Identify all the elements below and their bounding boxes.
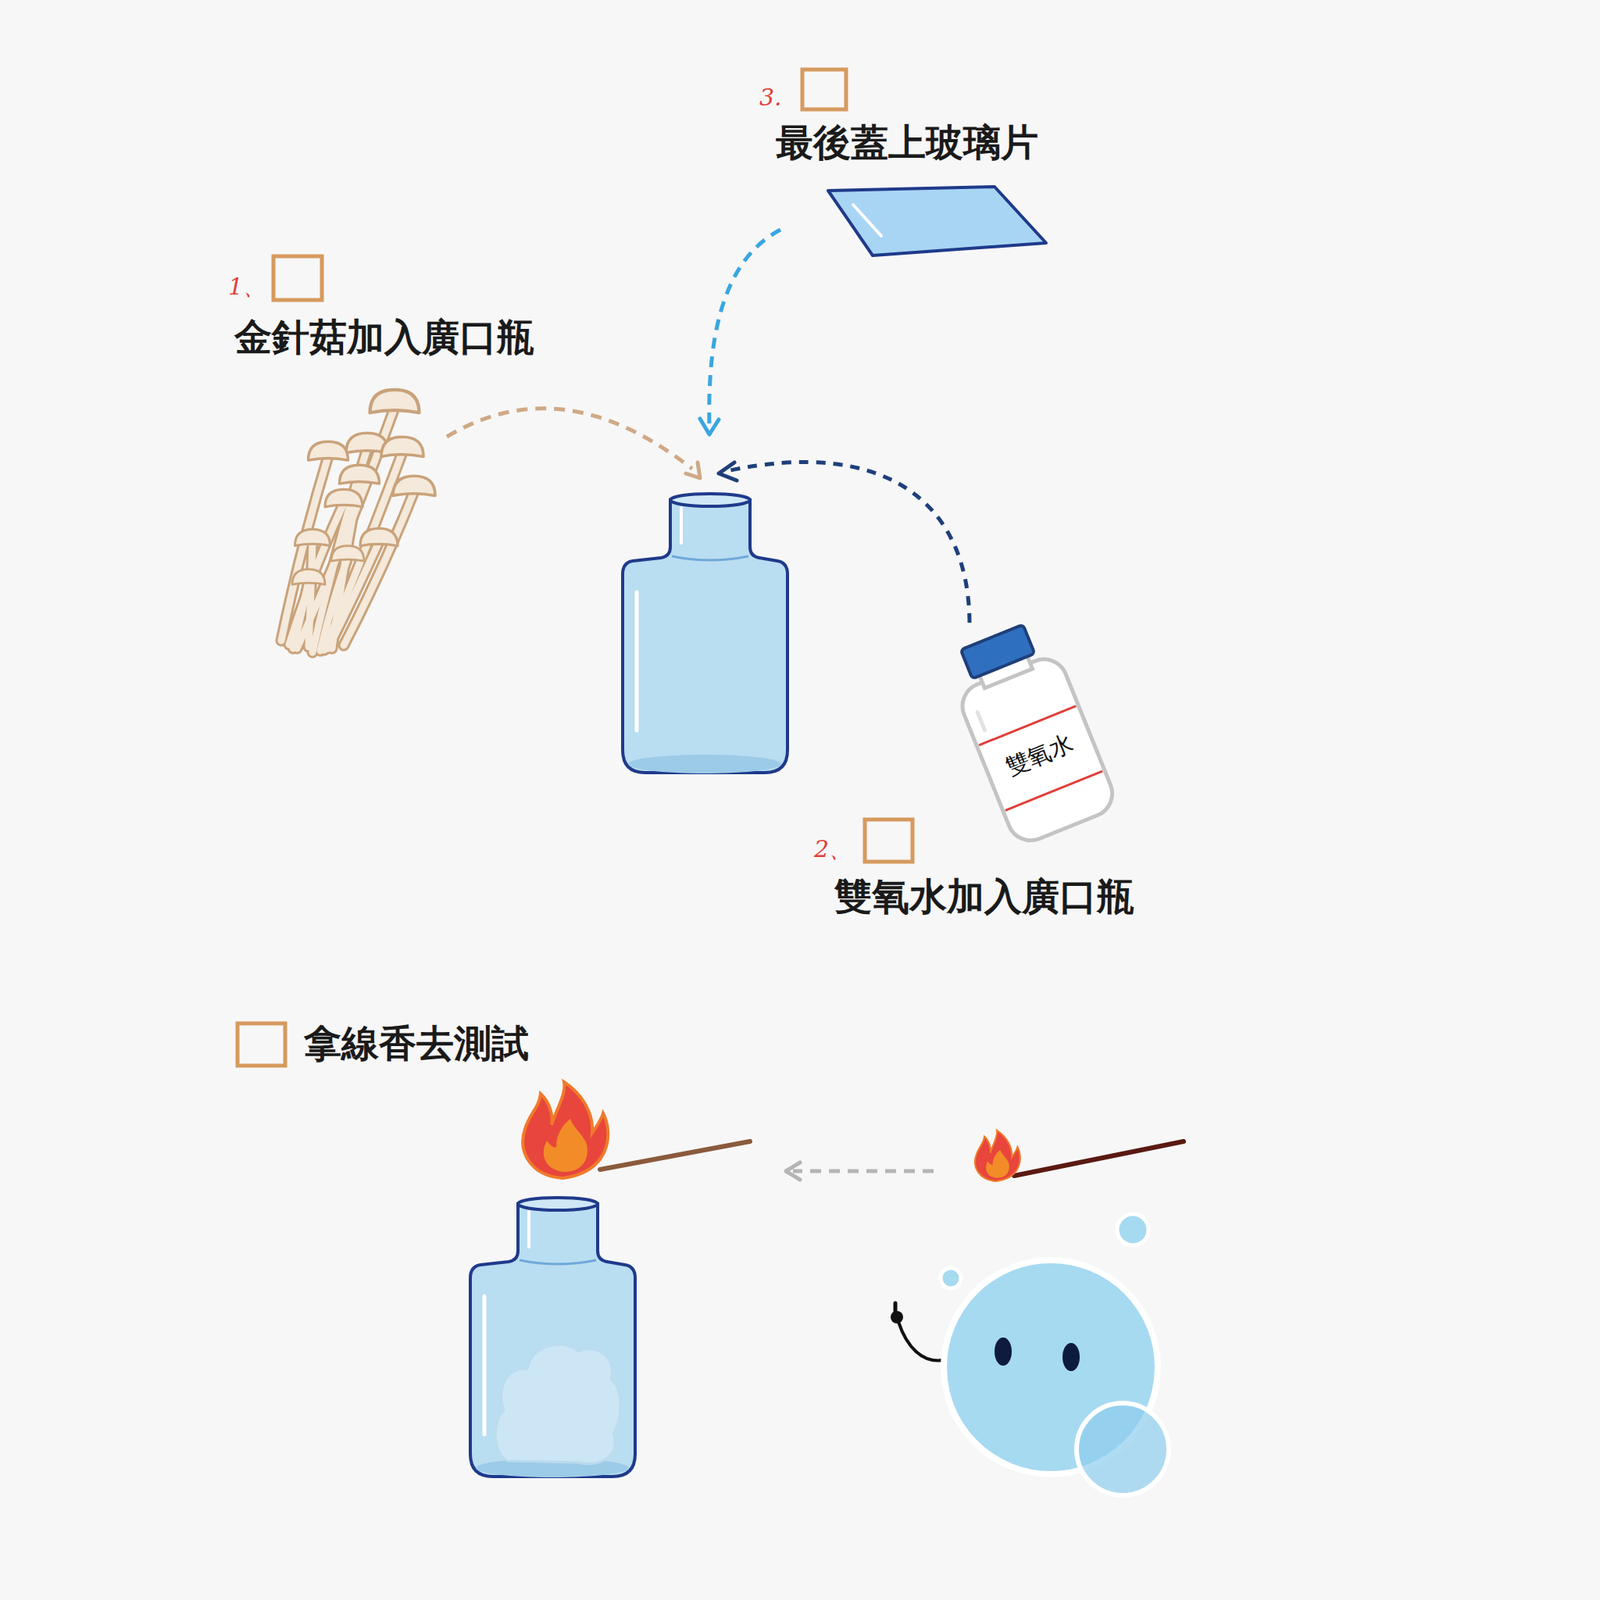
hydrogen-peroxide-bottle	[936, 613, 1125, 854]
dashed-arrow	[446, 408, 693, 469]
step-number: 2、	[814, 835, 853, 864]
bubble-character	[890, 1214, 1169, 1496]
checkbox	[864, 819, 913, 862]
wide-mouth-jar	[470, 1197, 636, 1478]
dashed-arrow	[709, 229, 781, 427]
step-number: 1、	[228, 273, 267, 301]
step-text: 雙氧水加入廣口瓶	[834, 875, 1135, 918]
dashed-arrow	[792, 1169, 934, 1174]
step-text: 拿線香去測試	[303, 1021, 529, 1065]
step-text: 最後蓋上玻璃片	[775, 121, 1039, 165]
flame	[522, 1082, 608, 1179]
incense-stick	[600, 1141, 750, 1170]
incense-stick	[1014, 1141, 1184, 1176]
gas-cloud	[495, 1344, 621, 1465]
checkbox	[802, 69, 847, 110]
glass-slide	[828, 186, 1047, 256]
wide-mouth-jar	[622, 493, 788, 774]
reagent-bottle: 雙氧水	[936, 613, 1125, 854]
enoki-mushroom	[281, 389, 436, 653]
checkbox	[273, 256, 322, 300]
checkbox	[237, 1023, 286, 1066]
step-number: 3.	[759, 84, 783, 112]
step-text: 金針菇加入廣口瓶	[234, 315, 535, 359]
flame	[975, 1130, 1021, 1182]
